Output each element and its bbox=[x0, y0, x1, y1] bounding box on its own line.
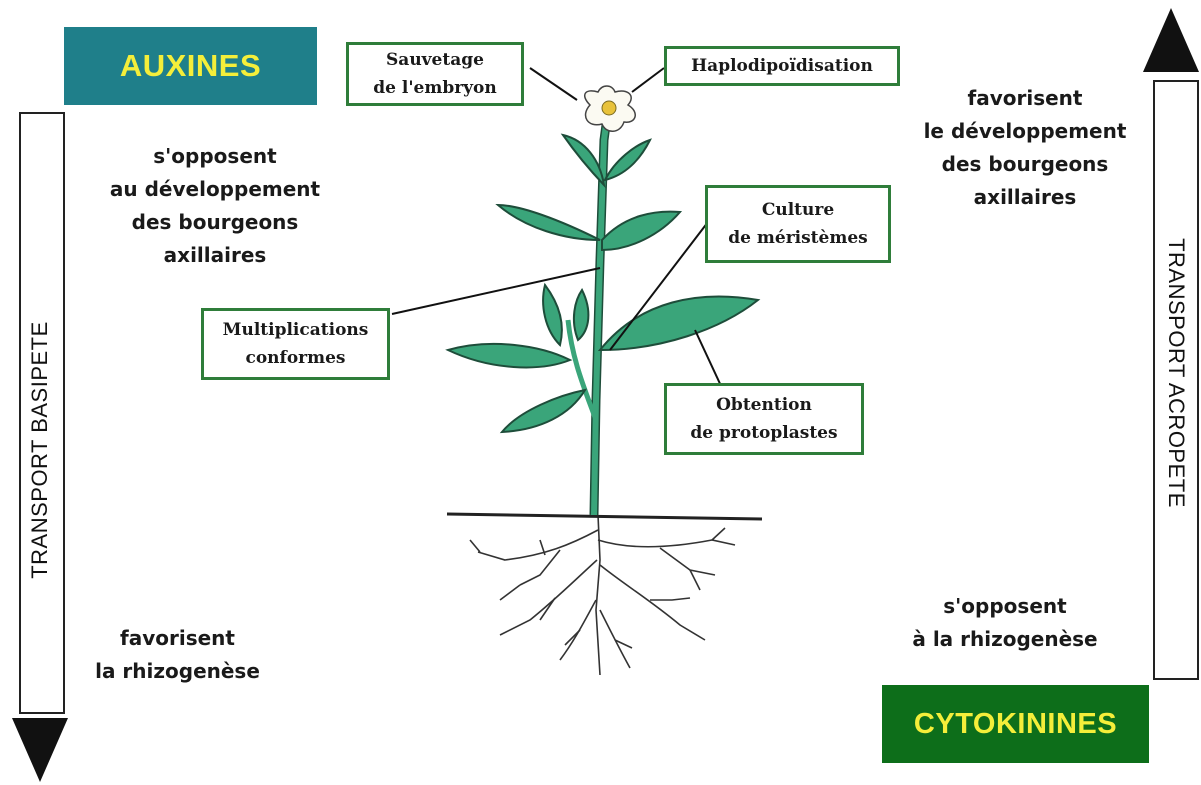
auxines-roots-effect: favorisent la rhizogenèse bbox=[60, 622, 295, 688]
roots bbox=[470, 515, 735, 675]
arrow-up-icon bbox=[1143, 8, 1199, 72]
leaf bbox=[448, 344, 570, 368]
auxines-buds-effect: s'opposent au développement des bourgeon… bbox=[90, 140, 340, 272]
leaf bbox=[498, 205, 600, 240]
transport-basipete-label: TRANSPORT BASIPETE bbox=[27, 321, 53, 579]
callout-sauvetage: Sauvetage de l'embryon bbox=[346, 42, 524, 106]
cytokinines-label: CYTOKININES bbox=[882, 685, 1149, 763]
leaf bbox=[605, 140, 650, 180]
leaf bbox=[502, 390, 585, 432]
transport-acropete-label: TRANSPORT ACROPETE bbox=[1163, 238, 1189, 508]
cytokinines-roots-effect: s'opposent à la rhizogenèse bbox=[880, 590, 1130, 656]
callout-multiplications: Multiplications conformes bbox=[201, 308, 390, 380]
arrow-down-icon bbox=[12, 718, 68, 782]
leaf bbox=[574, 290, 589, 340]
auxines-label: AUXINES bbox=[64, 27, 317, 105]
flower bbox=[585, 86, 636, 131]
ground-line bbox=[447, 514, 762, 519]
callout-obtention: Obtention de protoplastes bbox=[664, 383, 864, 455]
cytokinines-buds-effect: favorisent le développement des bourgeon… bbox=[895, 82, 1155, 214]
callout-culture: Culture de méristèmes bbox=[705, 185, 891, 263]
leaf bbox=[563, 135, 604, 185]
leaf bbox=[543, 285, 562, 345]
callout-haplodiploidisation: Haplodipoïdisation bbox=[664, 46, 900, 86]
leaf bbox=[600, 297, 758, 350]
leaf bbox=[602, 212, 680, 250]
